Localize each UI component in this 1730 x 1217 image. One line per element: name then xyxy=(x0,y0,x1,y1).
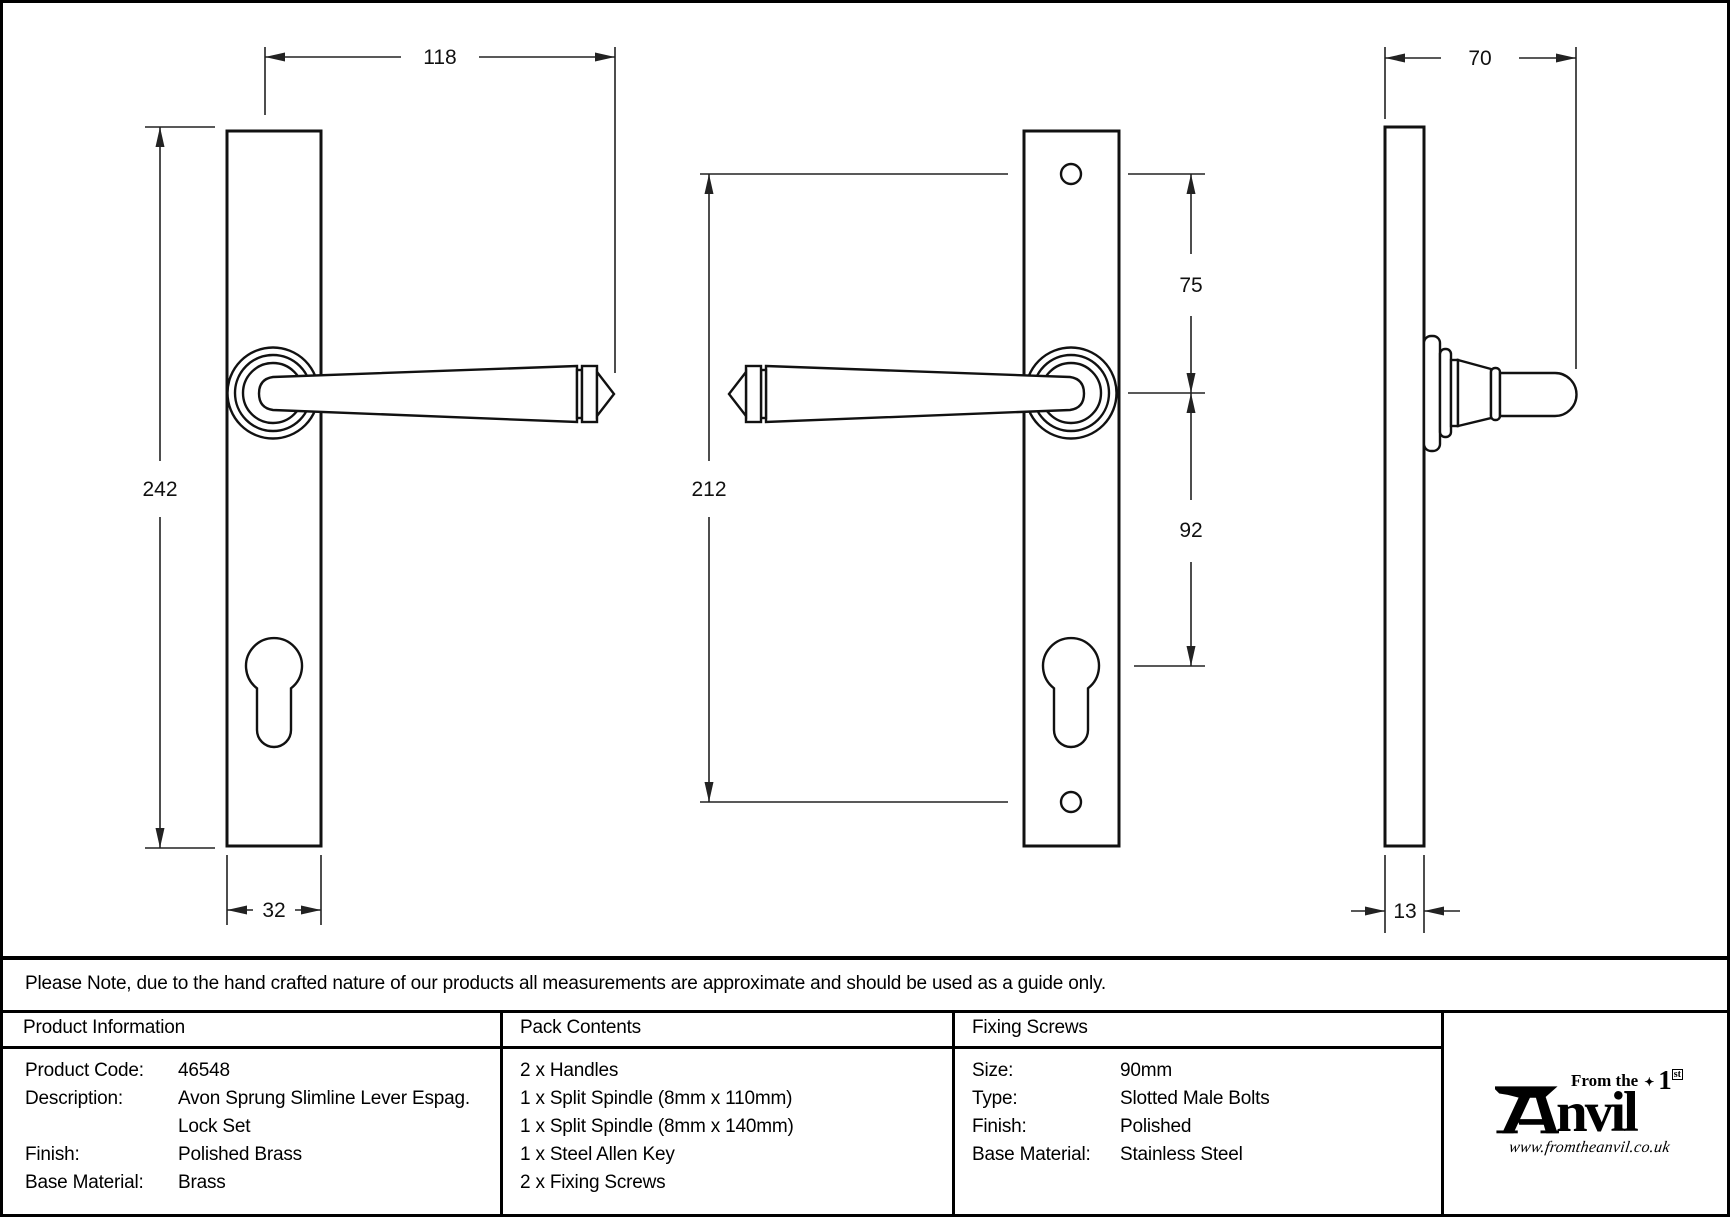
side-lever-profile xyxy=(1422,334,1578,453)
dim-label-plate-thickness: 13 xyxy=(1393,900,1416,923)
header-pack-contents: Pack Contents xyxy=(520,1017,641,1038)
dim-label-fixing-centres: 212 xyxy=(691,478,726,501)
measurement-note: Please Note, due to the hand crafted nat… xyxy=(25,973,1106,994)
row-value: 90mm xyxy=(1120,1060,1172,1081)
row-value: Brass xyxy=(178,1172,226,1193)
dimension-arrowheads xyxy=(155,52,1576,916)
anvil-letter-a-icon xyxy=(1495,1085,1559,1133)
dim-label-spindle-to-cylinder: 92 xyxy=(1179,519,1202,542)
dim-label-plate-width: 32 xyxy=(262,899,285,922)
table-row: Product Code: 46548 xyxy=(25,1057,470,1085)
row-value: Polished Brass xyxy=(178,1144,302,1165)
column-divider-1 xyxy=(500,1010,503,1214)
row-label: Base Material: xyxy=(25,1172,144,1193)
row-value: Polished xyxy=(1120,1116,1192,1137)
row-label xyxy=(25,1113,178,1141)
row-label: Type: xyxy=(972,1088,1018,1109)
back-screw-hole-bottom xyxy=(1059,790,1083,814)
logo-website: www.fromtheanvil.co.uk xyxy=(1507,1138,1671,1156)
row-label: Description: xyxy=(25,1088,123,1109)
table-row: Size: 90mm xyxy=(972,1057,1270,1085)
row-value: Stainless Steel xyxy=(1120,1144,1243,1165)
row-label: Product Code: xyxy=(25,1060,144,1081)
row-value: Lock Set xyxy=(178,1116,251,1137)
dim-label-top-fix-to-spindle: 75 xyxy=(1179,274,1202,297)
table-row: Base Material: Stainless Steel xyxy=(972,1141,1270,1169)
table-row: Finish: Polished xyxy=(972,1113,1270,1141)
logo-first-suffix: st xyxy=(1671,1068,1683,1080)
column-divider-2 xyxy=(952,1010,955,1214)
back-rose xyxy=(1024,346,1118,440)
table-row: Base Material: Brass xyxy=(25,1169,470,1197)
logo-first-number: 1 xyxy=(1658,1064,1672,1095)
header-product-information: Product Information xyxy=(23,1017,186,1038)
anvil-logo: From the ✦ 1 st nvil www.fromtheanvil.co… xyxy=(1459,1049,1719,1179)
technical-drawing: 118 242 32 212 75 92 70 13 xyxy=(142,46,1578,933)
back-euro-cylinder-cutout xyxy=(1041,636,1101,749)
logo-tagline: From the ✦ 1 st xyxy=(1571,1064,1683,1095)
logo-wordmark: nvil xyxy=(1556,1080,1639,1144)
dim-label-plate-height: 242 xyxy=(142,478,177,501)
row-label: Finish: xyxy=(972,1116,1027,1137)
header-bottom-border xyxy=(3,1046,1441,1049)
column-divider-3 xyxy=(1441,1010,1444,1214)
back-screw-hole-top xyxy=(1059,162,1083,186)
star-icon: ✦ xyxy=(1644,1074,1655,1089)
logo-tagline-text: From the xyxy=(1571,1070,1639,1090)
fixing-screws-rows: Size: 90mm Type: Slotted Male Bolts Fini… xyxy=(972,1057,1270,1169)
header-fixing-screws: Fixing Screws xyxy=(972,1017,1088,1038)
list-item: 1 x Steel Allen Key xyxy=(520,1144,675,1165)
front-lever-handle xyxy=(257,364,616,424)
row-label: Finish: xyxy=(25,1144,80,1165)
row-value: Slotted Male Bolts xyxy=(1120,1088,1270,1109)
table-row: Type: Slotted Male Bolts xyxy=(972,1085,1270,1113)
row-value: Avon Sprung Slimline Lever Espag. xyxy=(178,1088,470,1109)
list-item: 1 x Split Spindle (8mm x 140mm) xyxy=(520,1116,794,1137)
dimension-lines xyxy=(145,47,1577,933)
row-label: Base Material: xyxy=(972,1144,1091,1165)
list-item: 2 x Fixing Screws xyxy=(520,1172,666,1193)
note-row-top-border xyxy=(3,956,1727,960)
side-view-plate xyxy=(1383,125,1426,848)
back-lever-handle xyxy=(727,364,1086,424)
dim-label-projection: 70 xyxy=(1468,47,1491,70)
list-item: 2 x Handles xyxy=(520,1060,619,1081)
dim-label-lever-length: 118 xyxy=(423,46,456,69)
list-item: 1 x Split Spindle (8mm x 110mm) xyxy=(520,1088,793,1109)
row-label: Size: xyxy=(972,1060,1014,1081)
pack-contents-list: 2 x Handles 1 x Split Spindle (8mm x 110… xyxy=(520,1057,794,1197)
row-value: 46548 xyxy=(178,1060,230,1081)
table-row: Finish: Polished Brass xyxy=(25,1141,470,1169)
table-row: Description: Avon Sprung Slimline Lever … xyxy=(25,1085,470,1113)
note-row-bottom-border xyxy=(3,1010,1727,1013)
product-information-rows: Product Code: 46548 Description: Avon Sp… xyxy=(25,1057,470,1197)
front-euro-cylinder-cutout xyxy=(244,636,304,749)
table-row: Lock Set xyxy=(25,1113,470,1141)
